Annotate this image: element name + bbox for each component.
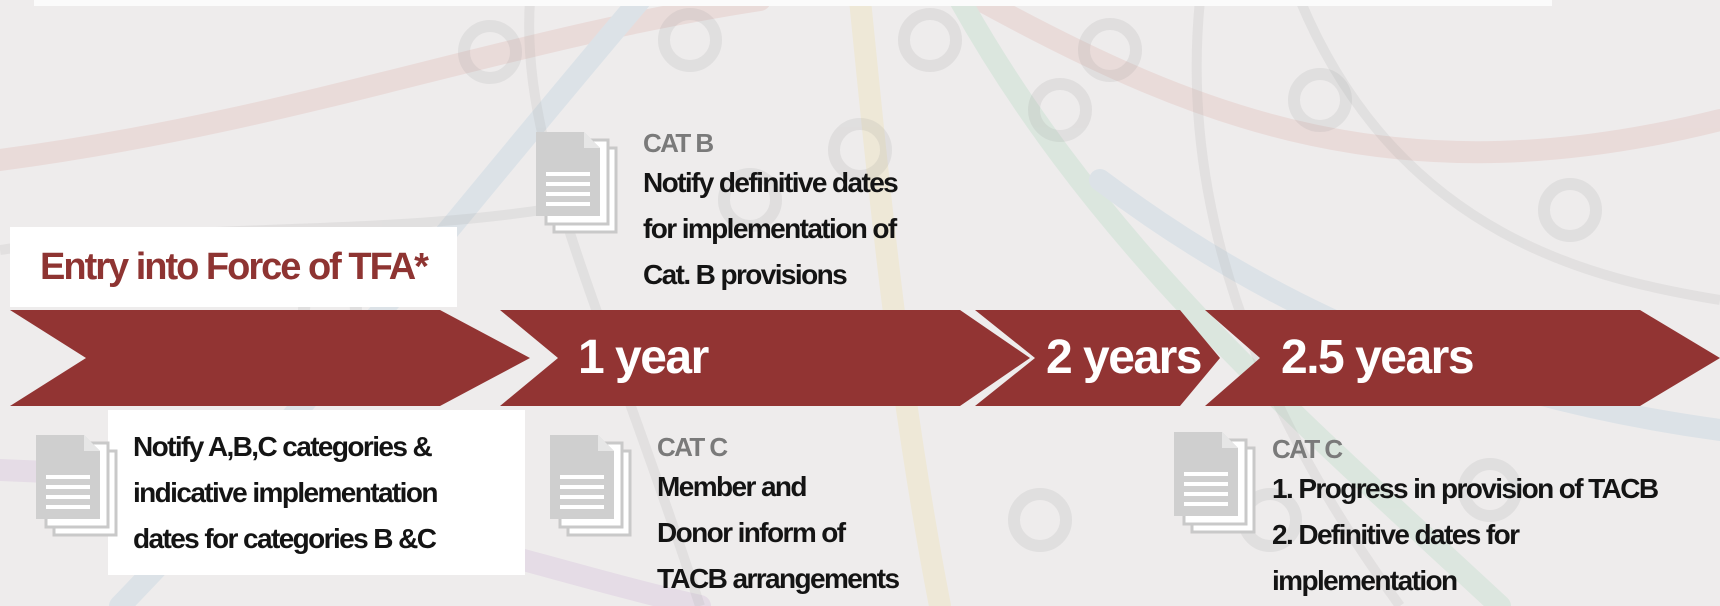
marker-2-5-years: 2.5 years	[1281, 331, 1475, 384]
timeline-segment-2-5-years	[1205, 310, 1720, 406]
initial-notification-box	[108, 410, 525, 575]
cat-c-2-5-line-3: implementation	[1272, 565, 1458, 596]
initial-line-3: dates for categories B &C	[133, 523, 437, 554]
document-stack-icon	[36, 435, 118, 537]
cat-c-line-2: Donor inform of	[657, 517, 846, 548]
marker-2-years: 2 years	[1046, 331, 1203, 384]
cat-c-label: CAT C	[657, 432, 728, 462]
document-stack-icon	[536, 132, 618, 234]
cat-c-2-5-line-2: 2. Definitive dates for	[1272, 519, 1520, 550]
cat-c-line-1: Member and	[657, 471, 808, 502]
entry-into-force-title: Entry into Force of TFA*	[40, 245, 429, 288]
document-stack-icon	[1174, 432, 1256, 534]
cat-b-line-2: for implementation of	[643, 213, 897, 244]
cat-c-2-5-years-block: CAT C 1. Progress in provision of TACB 2…	[1272, 432, 1712, 604]
cat-c-1-year-block: CAT C Member and Donor inform of TACB ar…	[657, 430, 977, 602]
timeline-segment-1-year	[500, 310, 1030, 406]
cat-b-label: CAT B	[643, 128, 714, 158]
timeline-segment-2-years	[975, 310, 1220, 406]
initial-line-2: indicative implementation	[133, 477, 438, 508]
cat-b-line-1: Notify definitive dates	[643, 167, 899, 198]
cat-b-block: CAT B Notify definitive dates for implem…	[643, 126, 973, 298]
initial-line-1: Notify A,B,C categories &	[133, 431, 433, 462]
cat-c-label: CAT C	[1272, 434, 1343, 464]
document-stack-icon	[550, 435, 632, 537]
entry-into-force-box: Entry into Force of TFA*	[10, 227, 457, 307]
cat-b-line-3: Cat. B provisions	[643, 259, 848, 290]
marker-1-year: 1 year	[578, 331, 709, 384]
initial-notification-text: Notify A,B,C categories & indicative imp…	[133, 424, 523, 562]
cat-c-2-5-line-1: 1. Progress in provision of TACB	[1272, 473, 1659, 504]
timeline-segment-start	[10, 310, 530, 406]
top-banner-strip	[34, 0, 1552, 6]
cat-c-line-3: TACB arrangements	[657, 563, 900, 594]
